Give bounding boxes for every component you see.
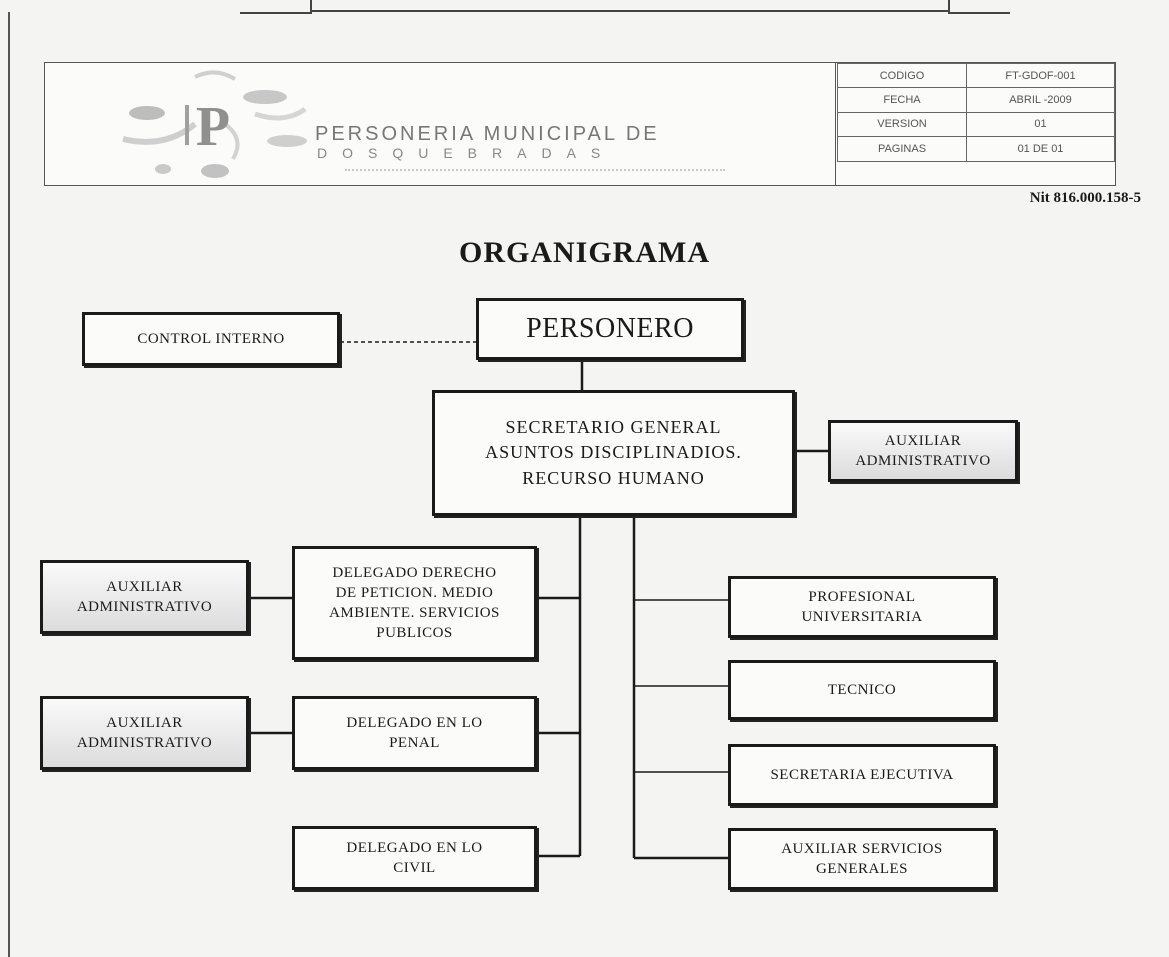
svg-text:P: P (196, 96, 230, 158)
node-control-interno: CONTROL INTERNO (82, 312, 340, 366)
node-delegado-civil: DELEGADO EN LO CIVIL (292, 826, 537, 890)
node-secretario-general: SECRETARIO GENERAL ASUNTOS DISCIPLINADIO… (432, 390, 795, 516)
page-border-left (8, 12, 10, 957)
personeria-logo-icon: P (122, 70, 307, 178)
node-personero: PERSONERO (476, 298, 744, 360)
meta-row: FECHA ABRIL -2009 (837, 87, 1115, 113)
meta-value: 01 DE 01 (966, 136, 1115, 162)
meta-row: VERSION 01 (837, 111, 1115, 138)
logo-slogan (345, 169, 725, 177)
nit-number: Nit 816.000.158-5 (1029, 190, 1141, 206)
meta-label: FECHA (837, 87, 967, 113)
page-border-tab-left (240, 0, 312, 14)
logo-subtitle: DOSQUEBRADAS (317, 145, 616, 161)
document-header: P PERSONERIA MUNICIPAL DE DOSQUEBRADAS C… (44, 62, 1116, 186)
document-meta-table: CODIGO FT-GDOF-001 FECHA ABRIL -2009 VER… (837, 62, 1115, 185)
page-border-tab-right (948, 0, 1010, 14)
meta-value: 01 (966, 111, 1115, 138)
node-secretaria-ejecutiva: SECRETARIA EJECUTIVA (728, 744, 996, 806)
node-auxiliar-administrativo-right: AUXILIAR ADMINISTRATIVO (828, 420, 1018, 482)
meta-value: FT-GDOF-001 (966, 62, 1115, 89)
node-profesional-universitaria: PROFESIONAL UNIVERSITARIA (728, 576, 996, 638)
meta-label: CODIGO (837, 62, 967, 89)
logo-area: P PERSONERIA MUNICIPAL DE DOSQUEBRADAS (45, 63, 836, 185)
logo-title: PERSONERIA MUNICIPAL DE (315, 123, 660, 145)
node-auxiliar-administrativo-left-1: AUXILIAR ADMINISTRATIVO (40, 560, 249, 634)
meta-row: PAGINAS 01 DE 01 (837, 136, 1115, 162)
node-auxiliar-servicios-generales: AUXILIAR SERVICIOS GENERALES (728, 828, 996, 890)
node-auxiliar-administrativo-left-2: AUXILIAR ADMINISTRATIVO (40, 696, 249, 770)
node-delegado-penal: DELEGADO EN LO PENAL (292, 696, 537, 770)
node-tecnico: TECNICO (728, 660, 996, 720)
meta-value: ABRIL -2009 (966, 87, 1115, 113)
page-border-top (310, 10, 950, 12)
meta-row: CODIGO FT-GDOF-001 (837, 62, 1115, 89)
diagram-title: ORGANIGRAMA (459, 236, 710, 269)
meta-label: PAGINAS (837, 136, 967, 162)
node-delegado-peticion: DELEGADO DERECHO DE PETICION. MEDIO AMBI… (292, 546, 537, 660)
